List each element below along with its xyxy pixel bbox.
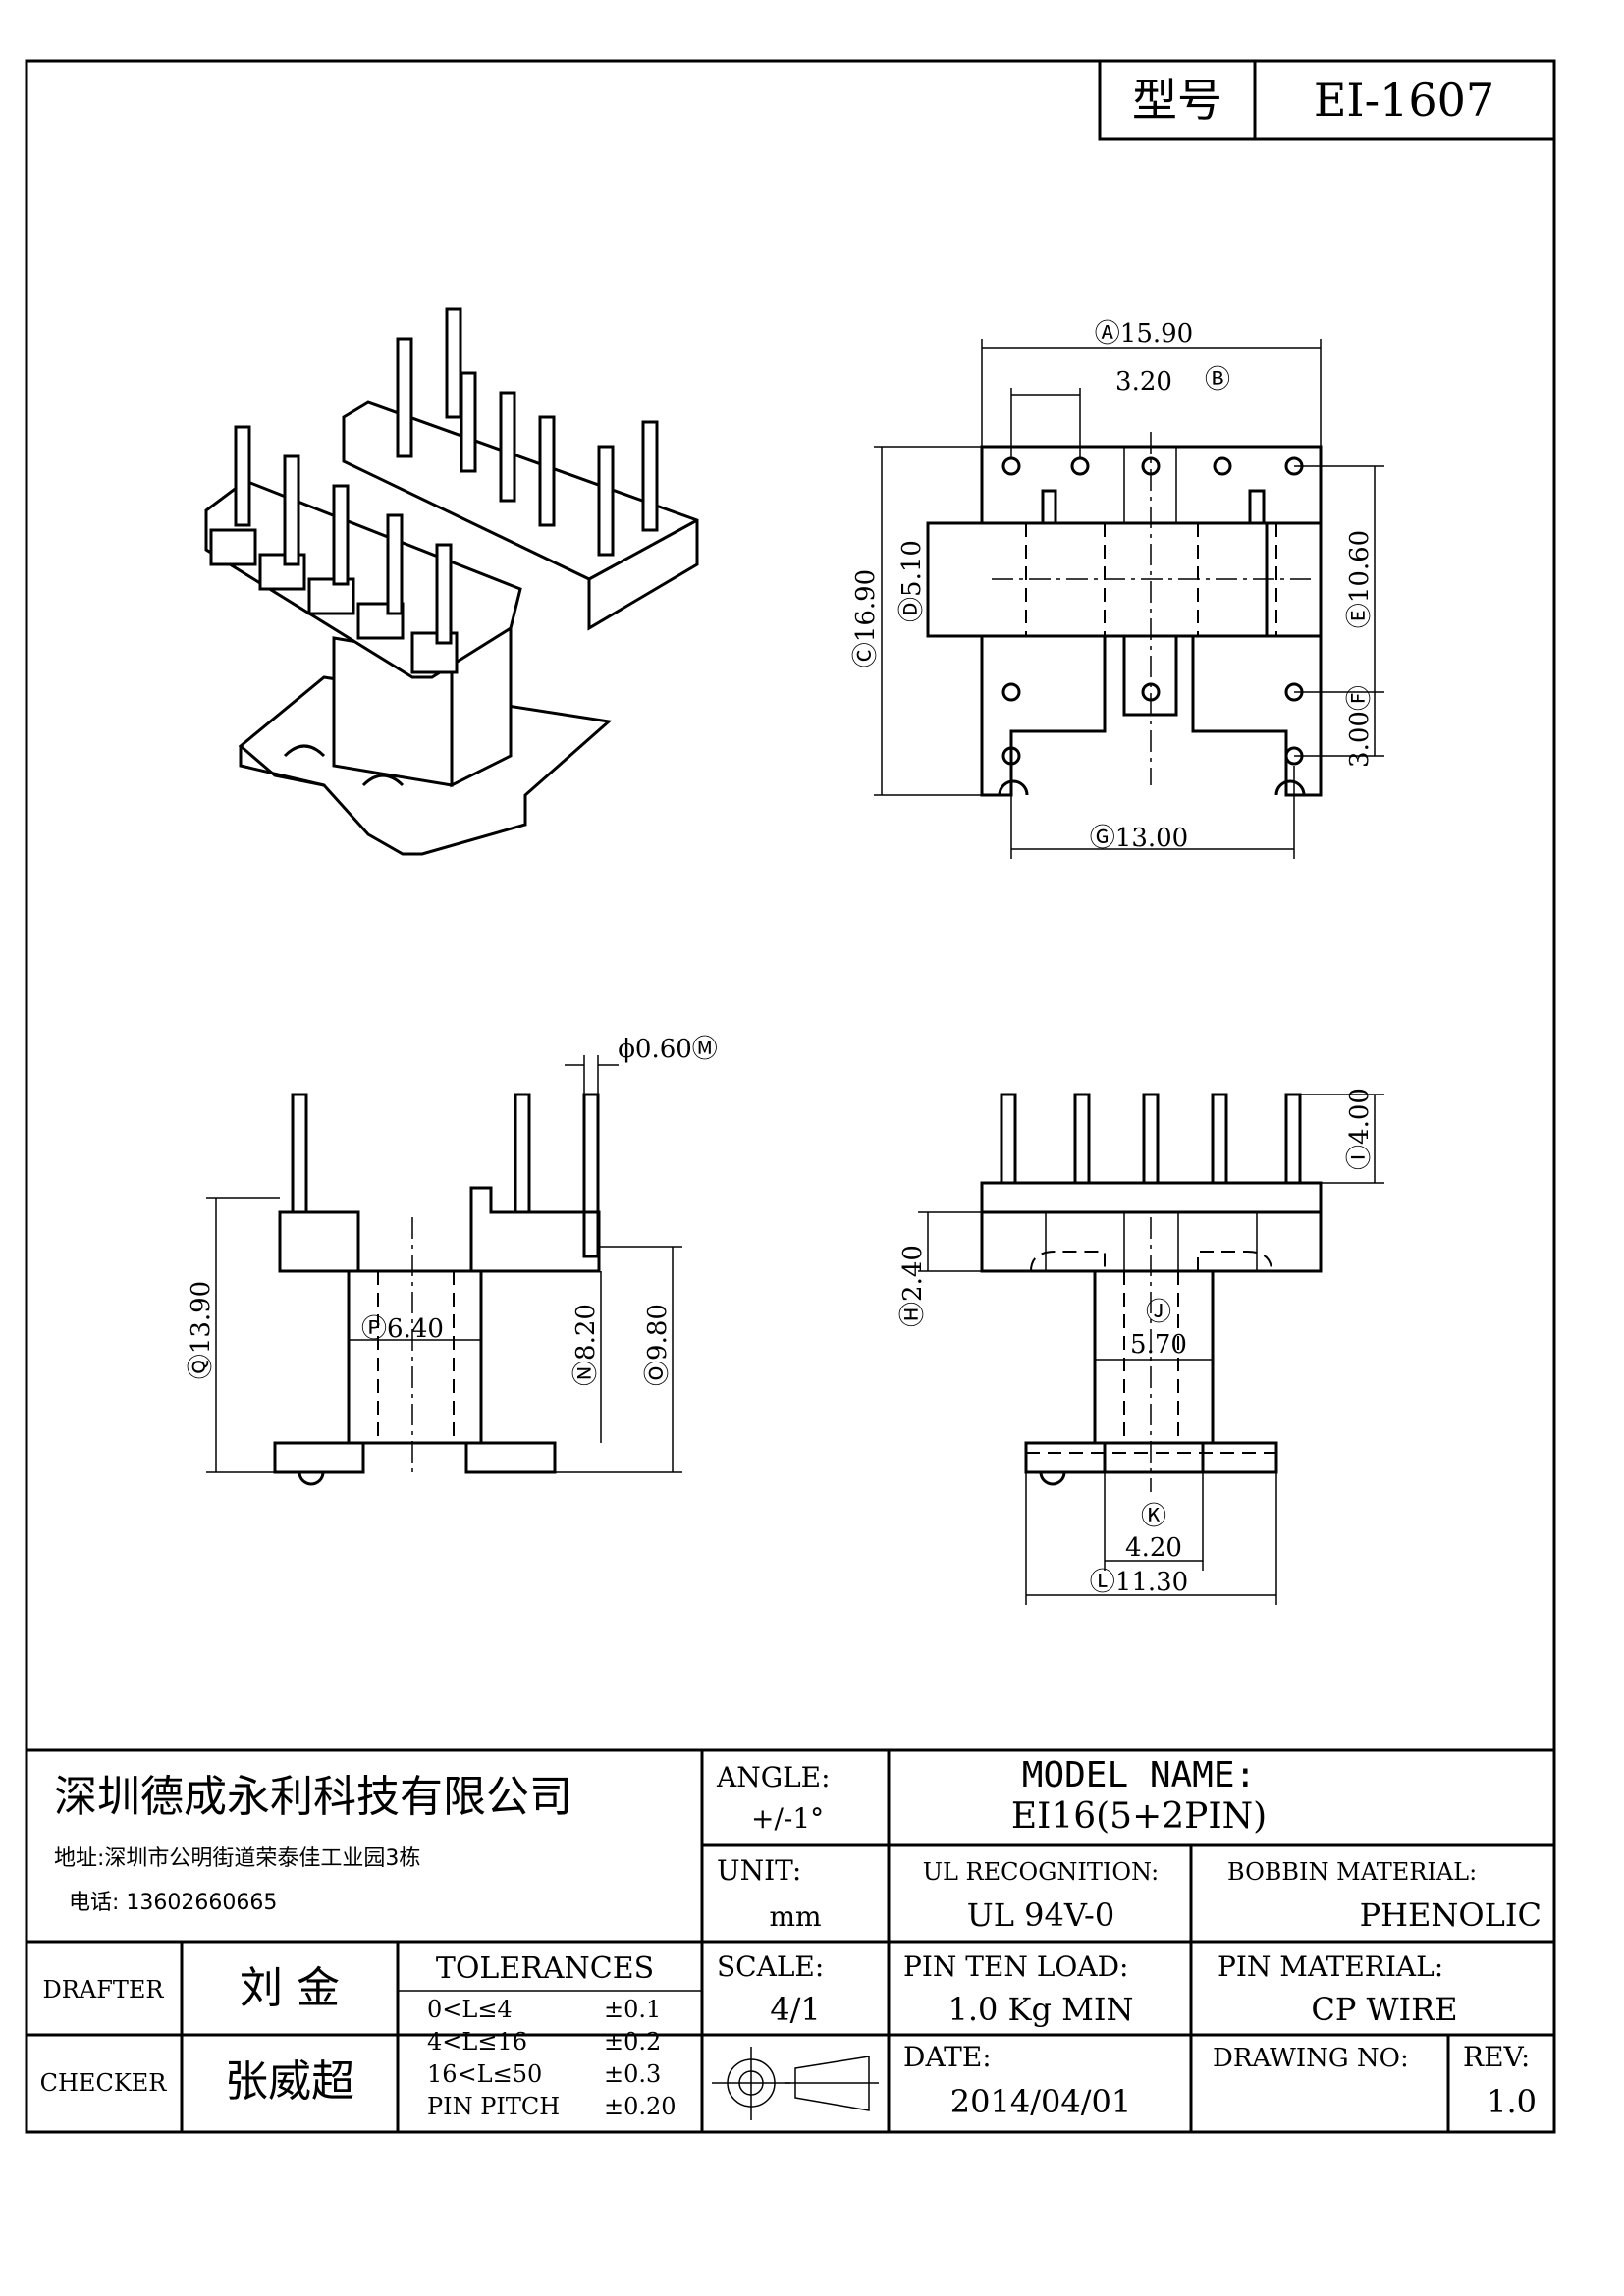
tolerance-value: ±0.20 [604, 2093, 677, 2120]
title-block: 深圳德成永利科技有限公司 地址:深圳市公明街道荣泰佳工业园3栋 电话: 1360… [27, 1748, 1554, 2132]
tolerance-range: 16<L≤50 [427, 2060, 542, 2088]
dim-k-tag: Ⓚ [1141, 1502, 1166, 1531]
front-view: Ⓐ15.90 3.20 Ⓑ Ⓒ16.90 Ⓓ5.10 Ⓔ10.60 3.00Ⓕ … [851, 319, 1384, 859]
pin-load-label: PIN TEN LOAD: [903, 1950, 1128, 1983]
dim-d: Ⓓ5.10 [897, 540, 927, 622]
dim-m: ϕ0.60Ⓜ [618, 1035, 718, 1064]
bobbin-label: BOBBIN MATERIAL: [1227, 1858, 1477, 1886]
dim-j-tag: Ⓙ [1146, 1298, 1171, 1327]
scale-label: SCALE: [717, 1950, 824, 1983]
model-name-value: EI16(5+2PIN) [1011, 1796, 1267, 1837]
bobbin-value: PHENOLIC [1360, 1896, 1542, 1934]
tolerance-value: ±0.3 [604, 2060, 661, 2088]
company-name: 深圳德成永利科技有限公司 [54, 1772, 572, 1822]
rev-value: 1.0 [1487, 2083, 1537, 2120]
dim-b-tag: Ⓑ [1205, 365, 1230, 395]
rev-label: REV: [1463, 2041, 1530, 2073]
drawing-no-label: DRAWING NO: [1213, 2044, 1409, 2073]
date-label: DATE: [903, 2041, 992, 2073]
dim-f: 3.00Ⓕ [1345, 685, 1375, 768]
pin-material-label: PIN MATERIAL: [1218, 1950, 1443, 1983]
date-value: 2014/04/01 [950, 2083, 1131, 2120]
checker-value: 张威超 [225, 2056, 354, 2107]
company-phone: 电话: 13602660665 [69, 1891, 277, 1915]
dim-a: Ⓐ15.90 [1095, 319, 1193, 348]
dim-i: Ⓘ4.00 [1345, 1088, 1375, 1170]
model-label: 型号 [1132, 74, 1222, 127]
drafter-label: DRAFTER [43, 1976, 165, 2003]
drawing-frame [25, 59, 1556, 2134]
dim-e: Ⓔ10.60 [1345, 530, 1375, 628]
dim-b: 3.20 [1115, 367, 1172, 397]
tolerances-label: TOLERANCES [436, 1951, 654, 1986]
tolerance-range: PIN PITCH [427, 2093, 560, 2120]
scale-value: 4/1 [770, 1991, 821, 2028]
dim-k: 4.20 [1125, 1533, 1182, 1563]
unit-value: mm [769, 1900, 821, 1933]
dim-h: Ⓗ2.40 [898, 1245, 928, 1327]
ul-label: UL RECOGNITION: [923, 1858, 1159, 1886]
model-value: EI-1607 [1314, 74, 1494, 127]
angle-value: +/-1° [751, 1802, 824, 1835]
end-view: Ⓘ4.00 Ⓗ2.40 Ⓙ 5.70 Ⓚ 4.20 Ⓛ11.30 [898, 1088, 1384, 1605]
tolerance-range: 4<L≤16 [427, 2028, 527, 2056]
unit-label: UNIT: [717, 1854, 801, 1887]
model-name-label: MODEL NAME: [1022, 1755, 1256, 1795]
dim-c: Ⓒ16.90 [851, 569, 881, 667]
ul-value: UL 94V-0 [967, 1896, 1114, 1934]
dim-o: Ⓞ9.80 [643, 1304, 673, 1386]
tolerance-value: ±0.2 [604, 2028, 661, 2056]
tolerance-range: 0<L≤4 [427, 1996, 513, 2023]
dim-q: Ⓠ13.90 [187, 1281, 216, 1379]
dim-l: Ⓛ11.30 [1090, 1568, 1188, 1597]
model-header: 型号 EI-1607 [1098, 59, 1556, 141]
isometric-view [204, 307, 699, 856]
tolerance-value: ±0.1 [604, 1996, 661, 2023]
dim-n: Ⓝ8.20 [571, 1304, 601, 1386]
side-view: ϕ0.60Ⓜ Ⓠ13.90 Ⓟ6.40 Ⓝ8.20 Ⓞ9.80 [187, 1035, 718, 1486]
dim-j: 5.70 [1130, 1330, 1187, 1360]
projection-symbol-icon [712, 2047, 879, 2120]
checker-label: CHECKER [40, 2069, 168, 2097]
angle-label: ANGLE: [716, 1761, 831, 1793]
drafter-value: 刘 金 [240, 1963, 340, 2013]
company-address: 地址:深圳市公明街道荣泰佳工业园3栋 [54, 1846, 420, 1871]
tolerance-table: 0<L≤4 ±0.1 4<L≤16 ±0.2 16<L≤50 ±0.3 PIN … [427, 1996, 677, 2120]
pin-load-value: 1.0 Kg MIN [947, 1991, 1133, 2028]
dim-p: Ⓟ6.40 [361, 1314, 444, 1344]
dim-g: Ⓖ13.00 [1090, 824, 1188, 853]
pin-material-value: CP WIRE [1311, 1991, 1457, 2028]
